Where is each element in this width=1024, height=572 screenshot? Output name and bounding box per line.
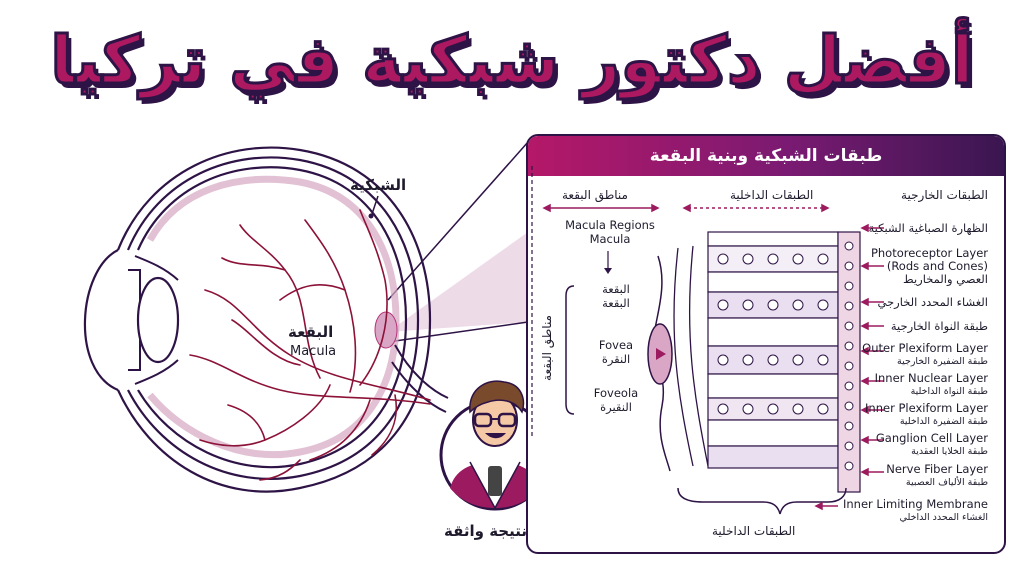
region-2-ar: النقرة	[601, 352, 631, 366]
col-regions-heading: مناطق البقعة	[562, 188, 628, 202]
region-fovea: Fovea النقرة	[576, 338, 656, 366]
region-3-ar: النقيرة	[600, 400, 632, 414]
layer-10-ar: الغشاء المحدد الداخلي	[899, 512, 988, 523]
regions-title-en2: Macula	[589, 232, 631, 246]
region-1-ar-a: البقعة	[602, 282, 630, 296]
layer-5-name: Outer Plexiform Layer	[862, 341, 988, 355]
layer-label-2: Photoreceptor Layer (Rods and Cones) الع…	[871, 247, 988, 286]
layer-2-name2: (Rods and Cones)	[886, 259, 988, 273]
layer-10-name: Inner Limiting Membrane	[842, 497, 988, 511]
layer-label-8: Ganglion Cell Layer طبقة الخلايا العقدية	[876, 432, 988, 458]
layer-label-10: Inner Limiting Membrane الغشاء المحدد ال…	[843, 498, 988, 524]
regions-title-en: Macula Regions	[565, 218, 655, 232]
layer-8-ar: طبقة الخلايا العقدية	[911, 446, 988, 457]
lens	[136, 276, 180, 364]
regions-title: Macula Regions Macula	[550, 218, 670, 246]
layer-4-name: طبقة النواة الخارجية	[890, 319, 988, 333]
layer-6-ar: طبقة النواة الداخلية	[910, 386, 988, 397]
col-inner-heading: الطبقات الداخلية	[730, 188, 814, 202]
layer-6-name: Inner Nuclear Layer	[874, 371, 988, 385]
layer-2-name: Photoreceptor Layer	[870, 246, 988, 260]
col-outer-heading: الطبقات الخارجية	[901, 188, 988, 202]
zoom-wedge	[388, 232, 528, 332]
bottom-inner-label: الطبقات الداخلية	[712, 524, 796, 538]
layer-label-6: Inner Nuclear Layer طبقة النواة الداخلية	[875, 372, 988, 398]
blood-vessels	[189, 209, 431, 481]
layer-8-name: Ganglion Cell Layer	[875, 431, 988, 445]
layer-label-5: Outer Plexiform Layer طبقة الضفيرة الخار…	[862, 342, 988, 368]
layer-7-name: Inner Plexiform Layer	[865, 401, 988, 415]
region-macula: البقعة البقعة	[576, 282, 656, 310]
layer-label-4: طبقة النواة الخارجية	[891, 320, 988, 333]
cornea	[83, 249, 119, 392]
sclera	[116, 146, 432, 493]
region-2-en: Fovea	[598, 338, 634, 352]
region-1-ar-b: البقعة	[602, 296, 630, 310]
layer-label-9: Nerve Fiber Layer طبقة الألياف العصبية	[886, 463, 988, 489]
region-foveola: Foveola النقيرة	[576, 386, 656, 414]
macula-label-ar: البقعة	[288, 323, 334, 341]
layer-9-ar: طبقة الألياف العصبية	[905, 477, 988, 488]
layer-7-ar: طبقة الضفيرة الداخلية	[899, 416, 988, 427]
macula-label-en: Macula	[290, 344, 337, 359]
retina-label: الشبكية	[350, 176, 407, 194]
layer-label-3: الغشاء المحدد الخارجي	[877, 296, 988, 309]
regions-side-label: مناطق البقعة	[539, 315, 554, 381]
layer-1-name: الظهارة الصباغية الشبكية	[868, 221, 988, 235]
layer-diagram	[531, 166, 884, 515]
layer-9-name: Nerve Fiber Layer	[886, 462, 988, 476]
doctor-caption: نتيجة واثقة	[444, 522, 527, 540]
page-title: أفضل دكتور شبكية في تركيا	[49, 21, 974, 101]
region-3-en: Foveola	[593, 386, 639, 400]
layer-3-name: الغشاء المحدد الخارجي	[877, 295, 988, 309]
layer-label-1: الظهارة الصباغية الشبكية	[868, 222, 988, 235]
layer-5-ar: طبقة الضفيرة الخارجية	[896, 356, 988, 367]
layer-2-ar: العصي والمخاريط	[903, 272, 988, 286]
panel-heading: طبقات الشبكية وبنية البقعة	[528, 136, 1004, 176]
retina-layers-panel: طبقات الشبكية وبنية البقعة الطبقات الخار…	[526, 134, 1006, 554]
layer-label-7: Inner Plexiform Layer طبقة الضفيرة الداخ…	[865, 402, 988, 428]
